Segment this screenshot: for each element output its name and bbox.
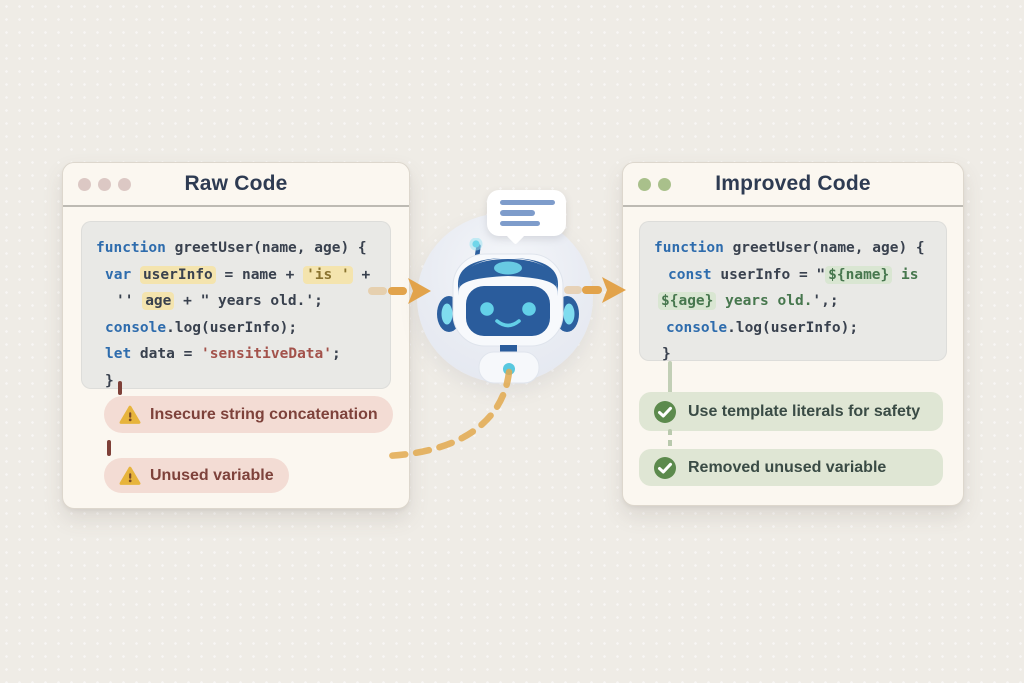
robot-mascot xyxy=(437,238,579,384)
code-token: ; xyxy=(332,346,341,362)
improvement-label: Use template literals for safety xyxy=(688,402,921,420)
improved-window-titlebar: Improved Code xyxy=(623,163,963,207)
code-token: console xyxy=(666,319,728,336)
code-line: let data = 'sensitiveData'; xyxy=(96,341,376,368)
code-token: 'is ' xyxy=(303,265,353,284)
code-token: const xyxy=(668,266,712,283)
raw-code-block: function greetUser(name, age) {var userI… xyxy=(81,221,391,389)
warning-pill: Insecure string concatenation xyxy=(104,396,393,433)
code-token xyxy=(131,267,140,283)
code-line: ${age} years old.',; xyxy=(654,288,932,315)
window-dot-icon xyxy=(658,177,671,191)
improved-window-title: Improved Code xyxy=(715,172,871,195)
code-token: .log(userInfo); xyxy=(166,319,298,336)
speech-line xyxy=(500,210,535,216)
code-token: function xyxy=(96,240,166,256)
code-token: let xyxy=(105,346,132,362)
speech-line xyxy=(500,220,540,227)
improvement-label: Removed unused variable xyxy=(688,458,887,476)
window-dot-icon xyxy=(638,177,651,191)
improvement-pill: Use template literals for safety xyxy=(639,392,943,431)
speech-line xyxy=(500,199,555,206)
improved-code-window: Improved Code function greetUser(name, a… xyxy=(622,162,964,506)
code-token: years old. xyxy=(716,293,813,309)
warning-icon xyxy=(119,405,141,424)
code-token: = name + xyxy=(215,266,304,283)
code-line: '' age + " years old.'; xyxy=(96,288,376,315)
check-icon xyxy=(654,400,676,423)
code-token: userInfo xyxy=(139,265,216,284)
code-token: ${age} xyxy=(658,292,717,310)
improvement-pill: Removed unused variable xyxy=(639,449,943,486)
code-line: console.log(userInfo); xyxy=(654,315,932,342)
code-token: greetUser(name, age) { xyxy=(165,240,367,256)
warning-label: Insecure string concatenation xyxy=(150,405,378,423)
code-line: var userInfo = name + 'is ' + xyxy=(96,262,376,289)
code-token: data = xyxy=(131,346,202,362)
code-token: 'sensitiveData' xyxy=(201,346,332,362)
improvement-connector-line xyxy=(668,361,672,394)
window-controls xyxy=(78,163,131,205)
code-token: } xyxy=(105,372,114,389)
code-token: age xyxy=(142,292,175,310)
speech-bubble-icon xyxy=(487,190,566,236)
code-line: } xyxy=(96,368,376,395)
raw-window-title: Raw Code xyxy=(184,172,288,195)
code-token: ',; xyxy=(812,293,839,309)
code-line: function greetUser(name, age) { xyxy=(654,235,932,262)
raw-window-titlebar: Raw Code xyxy=(63,163,409,207)
window-controls xyxy=(638,163,671,205)
code-token: is xyxy=(892,266,919,283)
code-token: ${name} xyxy=(825,265,893,284)
improvement-connector-dashed xyxy=(668,429,672,451)
code-line: } xyxy=(654,341,932,368)
code-token: + " years old.'; xyxy=(174,293,323,309)
code-token: } xyxy=(662,346,671,362)
code-line: console.log(userInfo); xyxy=(96,315,376,342)
window-dot-icon xyxy=(78,177,91,191)
code-token: + xyxy=(352,266,371,283)
improved-code-block: function greetUser(name, age) {const use… xyxy=(639,221,947,362)
warning-pill: Unused variable xyxy=(104,458,289,493)
code-token: greetUser(name, age) { xyxy=(723,240,925,256)
code-line: const userInfo = "${name} is xyxy=(654,262,932,289)
window-dot-icon xyxy=(98,177,111,191)
code-token: function xyxy=(654,240,724,256)
warning-icon xyxy=(119,466,141,485)
code-token: var xyxy=(105,266,132,283)
code-line: function greetUser(name, age) { xyxy=(96,235,376,262)
warning-connector-tick xyxy=(118,381,122,395)
warning-connector-tick xyxy=(107,440,111,456)
code-token: '' xyxy=(116,293,143,309)
code-token: console xyxy=(105,319,167,336)
raw-code-window: Raw Code function greetUser(name, age) {… xyxy=(62,162,410,509)
check-icon xyxy=(654,456,676,479)
code-token: userInfo = " xyxy=(711,266,826,283)
code-token: .log(userInfo); xyxy=(727,319,859,336)
warning-label: Unused variable xyxy=(150,466,274,484)
window-dot-icon xyxy=(118,177,131,191)
